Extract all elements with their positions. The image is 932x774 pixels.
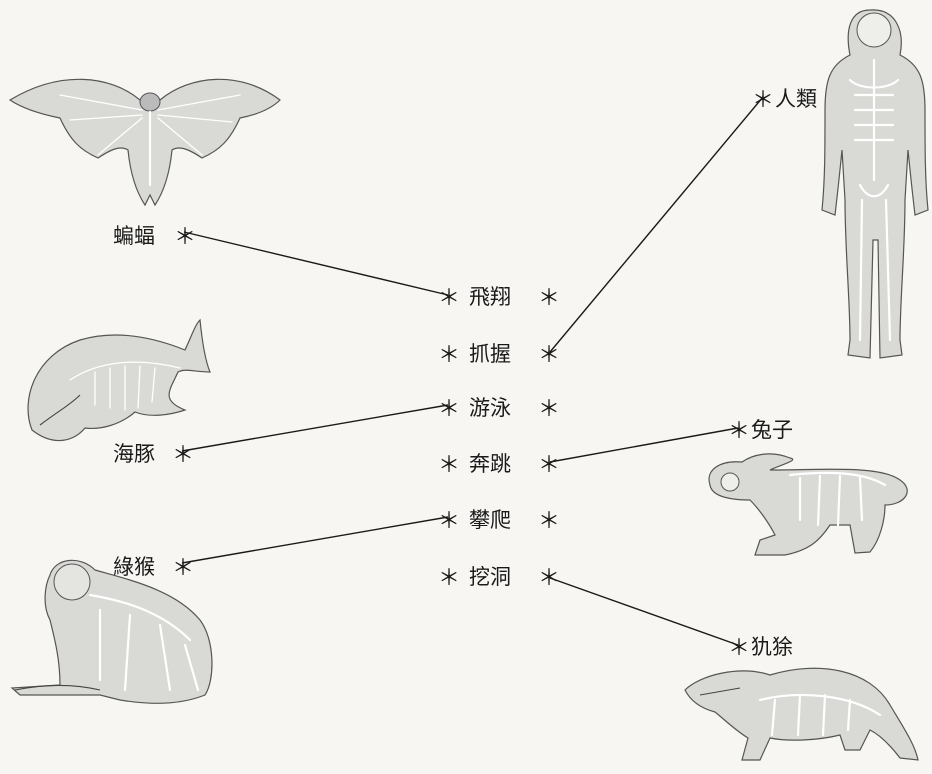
label-climb: 攀爬 <box>469 508 511 532</box>
star-human: ＊ <box>752 88 774 113</box>
label-swim: 游泳 <box>469 396 511 420</box>
connection-lines <box>181 96 764 646</box>
label-dolphin: 海豚 <box>113 442 155 466</box>
label-grasp: 抓握 <box>469 342 511 366</box>
armadillo-skeleton-image <box>684 667 919 761</box>
star-swim-left: ＊ <box>438 397 460 422</box>
line-monkey-climb <box>181 516 449 564</box>
label-rabbit: 兔子 <box>751 418 793 442</box>
star-fly-right: ＊ <box>538 286 560 311</box>
line-armadillo-dig <box>549 577 739 646</box>
star-grasp-left: ＊ <box>438 343 460 368</box>
animal-labels: 蝙蝠 ＊ 海豚 ＊ 綠猴 ＊ ＊ 人類 ＊ 兔子 ＊ 犰狳 <box>113 87 817 661</box>
star-climb-right: ＊ <box>538 509 560 534</box>
star-bat: ＊ <box>174 225 196 250</box>
bat-skeleton-image <box>8 78 281 207</box>
star-rabbit: ＊ <box>728 419 750 444</box>
line-human-grasp <box>549 96 764 353</box>
line-rabbit-run <box>549 427 739 463</box>
star-grasp-right: ＊ <box>538 343 560 368</box>
monkey-skeleton-image <box>10 559 213 704</box>
human-skeleton-image <box>821 9 929 359</box>
star-armadillo: ＊ <box>728 636 750 661</box>
label-armadillo: 犰狳 <box>751 635 793 659</box>
action-column: ＊ 飛翔 ＊ ＊ 抓握 ＊ ＊ 游泳 ＊ ＊ 奔跳 ＊ ＊ 攀爬 ＊ ＊ 挖洞 … <box>438 285 560 591</box>
star-dolphin: ＊ <box>172 443 194 468</box>
label-dig: 挖洞 <box>469 565 511 589</box>
label-human: 人類 <box>775 87 817 111</box>
star-dig-right: ＊ <box>538 566 560 591</box>
star-run-right: ＊ <box>538 453 560 478</box>
line-bat-fly <box>183 231 449 296</box>
star-dig-left: ＊ <box>438 566 460 591</box>
label-bat: 蝙蝠 <box>113 224 155 248</box>
rabbit-skeleton-image <box>708 453 908 556</box>
star-run-left: ＊ <box>438 453 460 478</box>
star-fly-left: ＊ <box>438 286 460 311</box>
dolphin-skeleton-image <box>27 318 211 442</box>
star-swim-right: ＊ <box>538 397 560 422</box>
label-monkey: 綠猴 <box>113 555 155 579</box>
line-dolphin-swim <box>181 404 449 452</box>
label-fly: 飛翔 <box>469 285 511 309</box>
star-climb-left: ＊ <box>438 509 460 534</box>
star-monkey: ＊ <box>172 556 194 581</box>
label-run: 奔跳 <box>469 452 511 476</box>
